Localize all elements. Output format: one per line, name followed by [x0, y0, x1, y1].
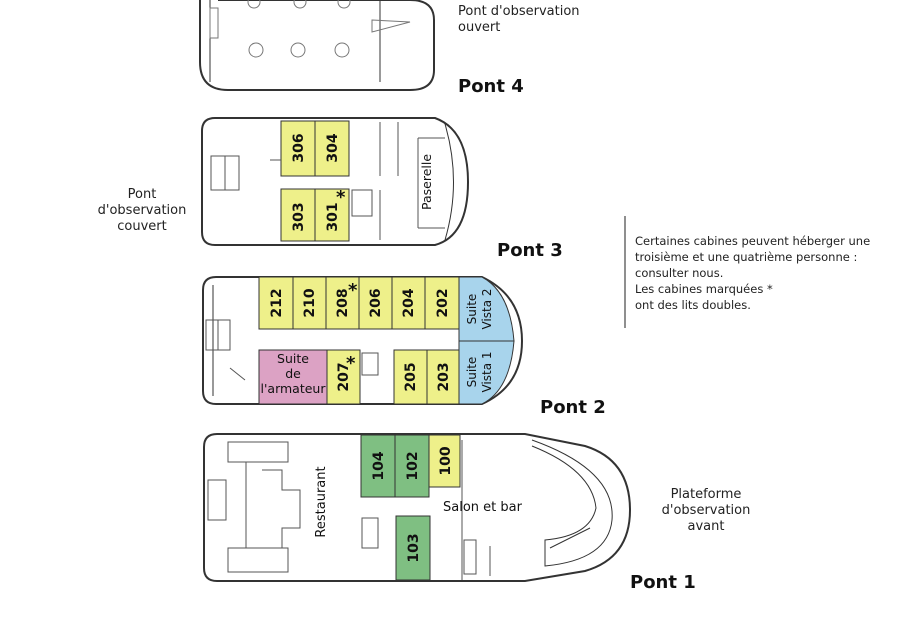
- star-208: *: [348, 280, 358, 301]
- deck-title-pont1: Pont 1: [630, 572, 696, 593]
- cabin-306[interactable]: 306: [291, 133, 307, 162]
- pont4-observation-label: Pont d'observation ouvert: [458, 4, 580, 36]
- pont3-observation-line1: Pont: [127, 187, 157, 202]
- pont4-hull: [199, 0, 435, 91]
- suite-vista2-line1[interactable]: Suite: [465, 294, 479, 325]
- cabin-104[interactable]: 104: [371, 451, 387, 480]
- cabin-204[interactable]: 204: [401, 288, 417, 317]
- pont2-walls: [205, 319, 379, 381]
- cabin-206[interactable]: 206: [368, 288, 384, 317]
- plateforme-line3: avant: [687, 519, 725, 534]
- cabin-202[interactable]: 202: [435, 288, 451, 317]
- suite-vista2-line2[interactable]: Vista 2: [480, 288, 494, 329]
- star-301: *: [336, 187, 346, 208]
- suite-vista1-line2[interactable]: Vista 1: [480, 351, 494, 392]
- plateforme-line2: d'observation: [661, 503, 751, 518]
- note-line-2: troisième et une quatrième personne :: [635, 250, 858, 264]
- pont3-walls: [210, 122, 445, 240]
- passerelle-label: Paserelle: [419, 154, 434, 210]
- pont4-observation-line2: ouvert: [458, 20, 501, 35]
- note-line-4: Les cabines marquées *: [635, 282, 773, 296]
- note-line-3: consulter nous.: [635, 266, 724, 280]
- cabin-212[interactable]: 212: [269, 288, 285, 317]
- pont2-cabins: [258, 276, 515, 405]
- cabin-303[interactable]: 303: [291, 202, 307, 231]
- deck-title-pont3: Pont 3: [497, 240, 563, 261]
- cabin-203[interactable]: 203: [436, 362, 452, 391]
- pont4-tables: [209, 0, 411, 58]
- cabin-103[interactable]: 103: [406, 533, 422, 562]
- restaurant-label: Restaurant: [314, 466, 329, 537]
- cabin-210[interactable]: 210: [302, 288, 318, 317]
- suite-armateur-line2: de: [285, 366, 301, 381]
- star-207: *: [346, 353, 356, 374]
- pont1-walls: [207, 440, 491, 580]
- pont3-hull: [201, 117, 470, 246]
- suite-armateur-label[interactable]: Suite de l'armateur: [261, 351, 327, 396]
- cabin-102[interactable]: 102: [405, 451, 421, 480]
- deck-title-pont2: Pont 2: [540, 397, 606, 418]
- plateforme-line1: Plateforme: [670, 487, 742, 502]
- pont1-cabins: [360, 434, 461, 581]
- suite-armateur-line1: Suite: [277, 351, 309, 366]
- cabin-note: Certaines cabines peuvent héberger une t…: [635, 233, 885, 313]
- pont3-observation-line3: couvert: [117, 219, 167, 234]
- cabin-numbers: 306 304 303 301 212 210 208 206 204 202 …: [269, 133, 454, 562]
- cabin-304[interactable]: 304: [325, 133, 341, 162]
- cabin-100[interactable]: 100: [438, 446, 454, 475]
- pont1-hull: [203, 433, 632, 582]
- note-line-5: ont des lits doubles.: [635, 298, 751, 312]
- deck-title-pont4: Pont 4: [458, 76, 524, 97]
- plateforme-label: Plateforme d'observation avant: [650, 487, 762, 535]
- cabin-205[interactable]: 205: [403, 362, 419, 391]
- salon-bar-label: Salon et bar: [443, 500, 523, 515]
- pont3-observation-label: Pont d'observation couvert: [92, 187, 192, 235]
- suite-vista1-line1[interactable]: Suite: [465, 357, 479, 388]
- suite-labels: Suite Vista 2 Suite Vista 1: [465, 288, 494, 392]
- pont3-observation-line2: d'observation: [97, 203, 187, 218]
- cabin-207[interactable]: 207: [336, 362, 352, 391]
- suite-armateur-line3: l'armateur: [261, 381, 327, 396]
- note-line-1: Certaines cabines peuvent héberger une: [635, 234, 871, 248]
- cabin-208[interactable]: 208: [335, 288, 351, 317]
- pont4-observation-line1: Pont d'observation: [458, 4, 580, 19]
- double-bed-markers: * * *: [336, 187, 358, 374]
- pont3-cabins: [280, 120, 350, 242]
- cabin-301[interactable]: 301: [325, 202, 341, 231]
